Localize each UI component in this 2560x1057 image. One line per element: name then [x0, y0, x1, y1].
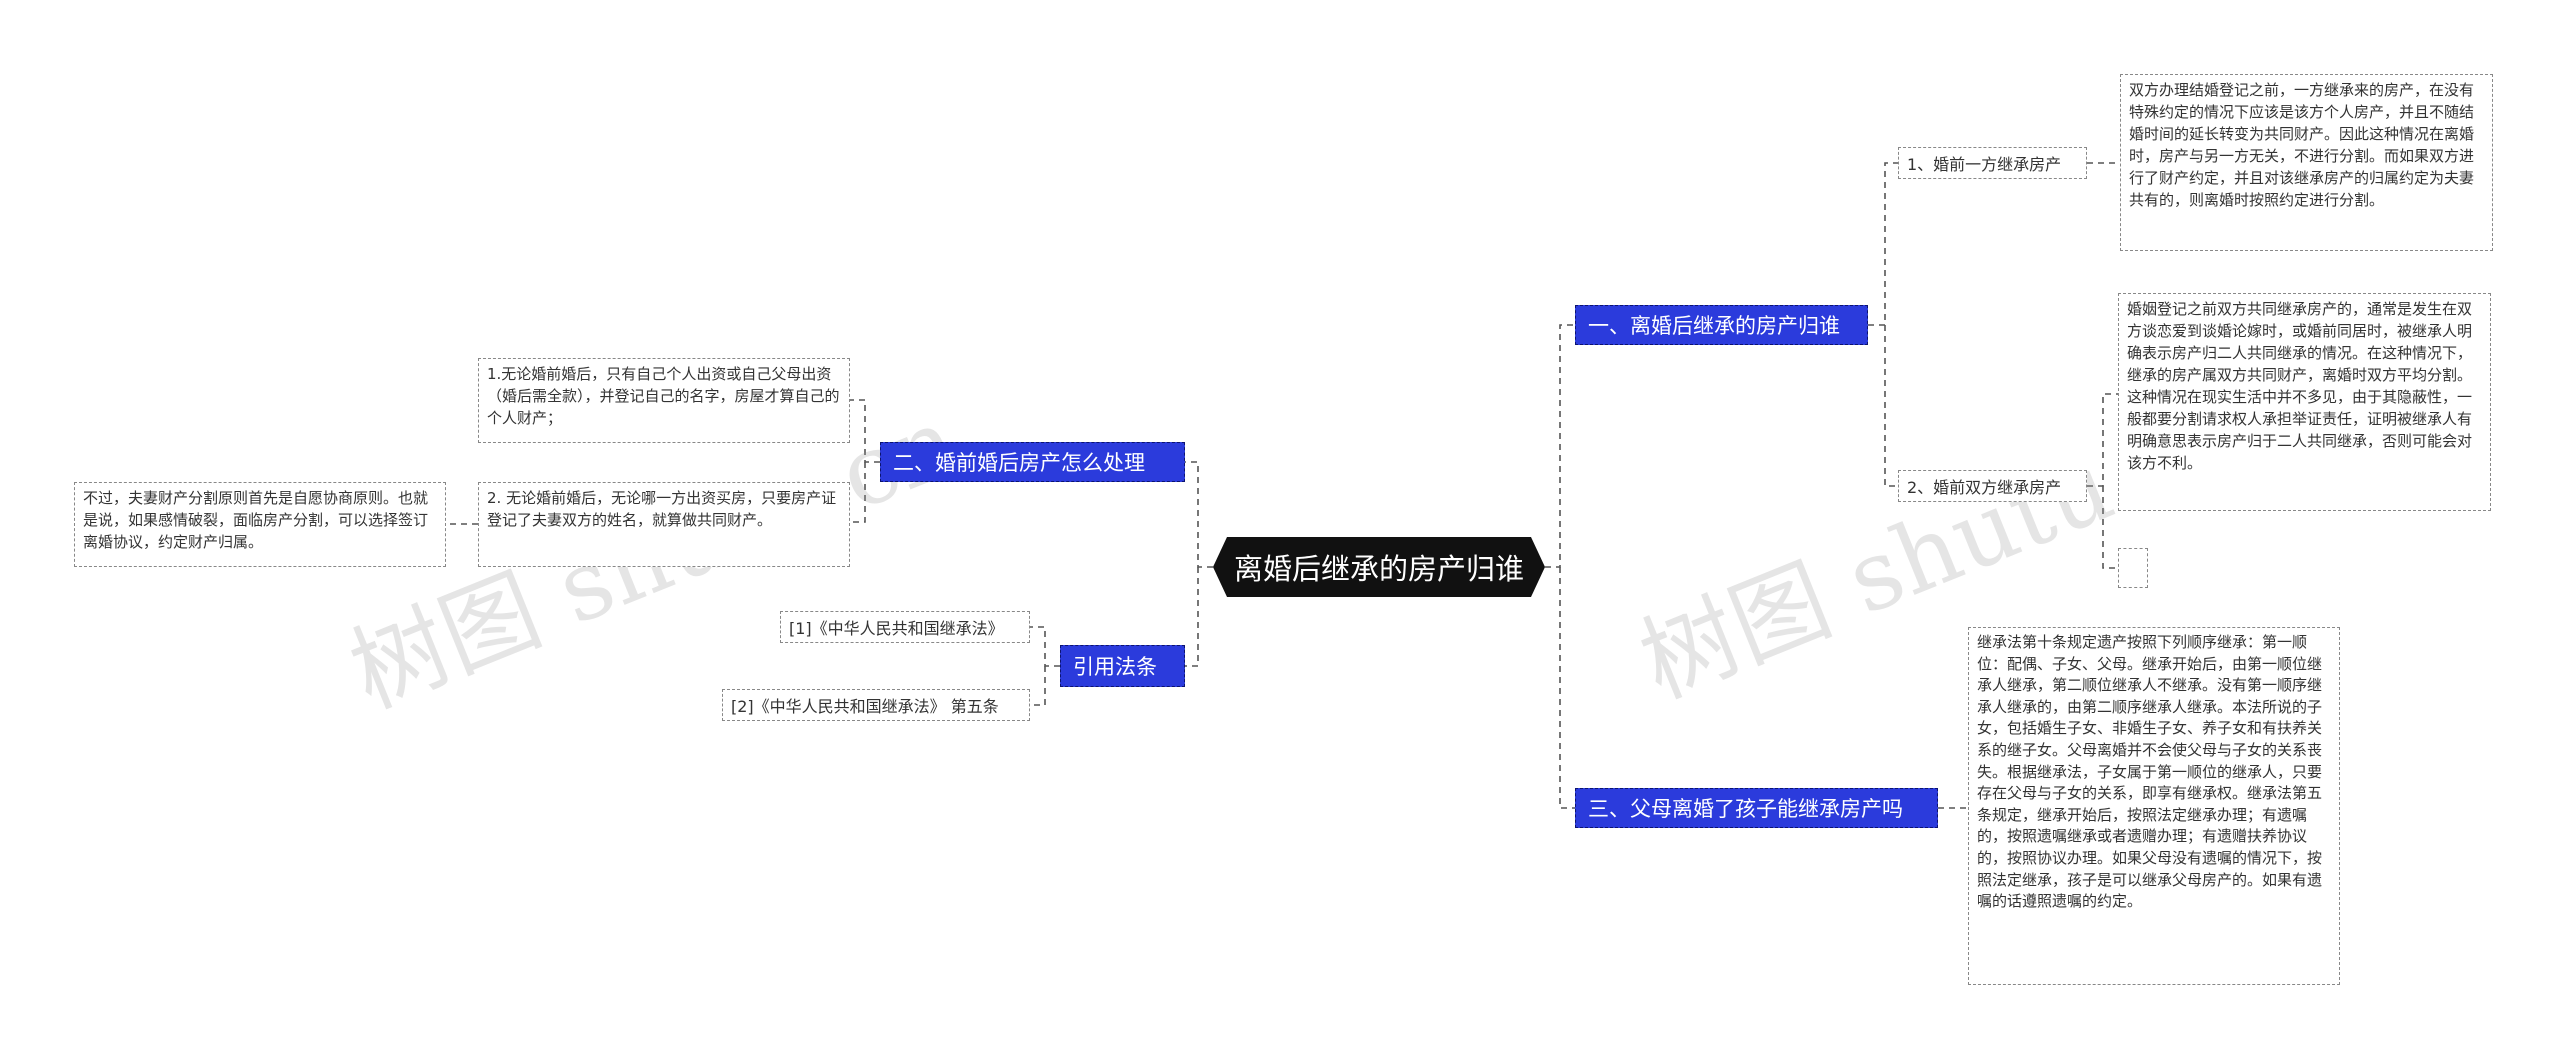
connector-root-b3	[1559, 567, 1575, 809]
sub-one-party-inherit[interactable]: 1、婚前一方继承房产	[1898, 147, 2087, 179]
connector-root-cite	[1185, 567, 1199, 667]
branch-label: 三、父母离婚了孩子能继承房产吗	[1588, 797, 1903, 821]
root-node[interactable]: 离婚后继承的房产归谁	[1213, 537, 1545, 597]
branch-inheritance-after-divorce[interactable]: 一、离婚后继承的房产归谁	[1575, 305, 1868, 345]
connector-b1-s1	[1868, 162, 1898, 326]
branch-label: 引用法条	[1073, 655, 1157, 679]
connector-s2-box	[2102, 486, 2118, 569]
branch-children-inherit[interactable]: 三、父母离婚了孩子能继承房产吗	[1575, 788, 1938, 828]
branch-label: 一、离婚后继承的房产归谁	[1588, 314, 1840, 338]
connector-cite-law1	[1030, 626, 1060, 667]
law-citation-2[interactable]: [2]《中华人民共和国继承法》 第五条	[722, 689, 1030, 721]
connector-b2-item1	[850, 399, 880, 463]
sub-both-parties-inherit[interactable]: 2、婚前双方继承房产	[1898, 470, 2087, 502]
connector-root-b2	[1185, 461, 1213, 568]
connector-root-b1	[1545, 324, 1575, 568]
leaf-children-inherit-detail: 继承法第十条规定遗产按照下列顺序继承：第一顺位：配偶、子女、父母。继承开始后，由…	[1968, 627, 2340, 985]
branch-cited-laws[interactable]: 引用法条	[1060, 645, 1185, 687]
connector-cite-law2	[1030, 666, 1046, 706]
empty-node[interactable]	[2118, 548, 2148, 588]
law-label: [1]《中华人民共和国继承法》	[789, 619, 1004, 638]
law-label: [2]《中华人民共和国继承法》 第五条	[731, 697, 999, 716]
leaf-premarital-item-1: 1.无论婚前婚后，只有自己个人出资或自己父母出资（婚后需全款），并登记自己的名字…	[478, 358, 850, 443]
connector-s2-leaf	[2087, 393, 2118, 487]
connector-b2-item2	[850, 462, 866, 523]
leaf-both-parties-detail: 婚姻登记之前双方共同继承房产的，通常是发生在双方谈恋爱到谈婚论嫁时，或婚前同居时…	[2118, 293, 2491, 511]
connector-b1-s2	[1884, 325, 1898, 487]
sub-label: 2、婚前双方继承房产	[1907, 478, 2062, 497]
root-title: 离婚后继承的房产归谁	[1233, 552, 1524, 586]
branch-label: 二、婚前婚后房产怎么处理	[893, 451, 1145, 475]
branch-premarital-property[interactable]: 二、婚前婚后房产怎么处理	[880, 442, 1185, 482]
law-citation-1[interactable]: [1]《中华人民共和国继承法》	[780, 611, 1030, 643]
leaf-premarital-note: 不过，夫妻财产分割原则首先是自愿协商原则。也就是说，如果感情破裂，面临房产分割，…	[74, 482, 446, 567]
sub-label: 1、婚前一方继承房产	[1907, 155, 2062, 174]
leaf-one-party-detail: 双方办理结婚登记之前，一方继承来的房产，在没有特殊约定的情况下应该是该方个人房产…	[2120, 74, 2493, 251]
leaf-premarital-item-2: 2. 无论婚前婚后，无论哪一方出资买房，只要房产证登记了夫妻双方的姓名，就算做共…	[478, 482, 850, 567]
